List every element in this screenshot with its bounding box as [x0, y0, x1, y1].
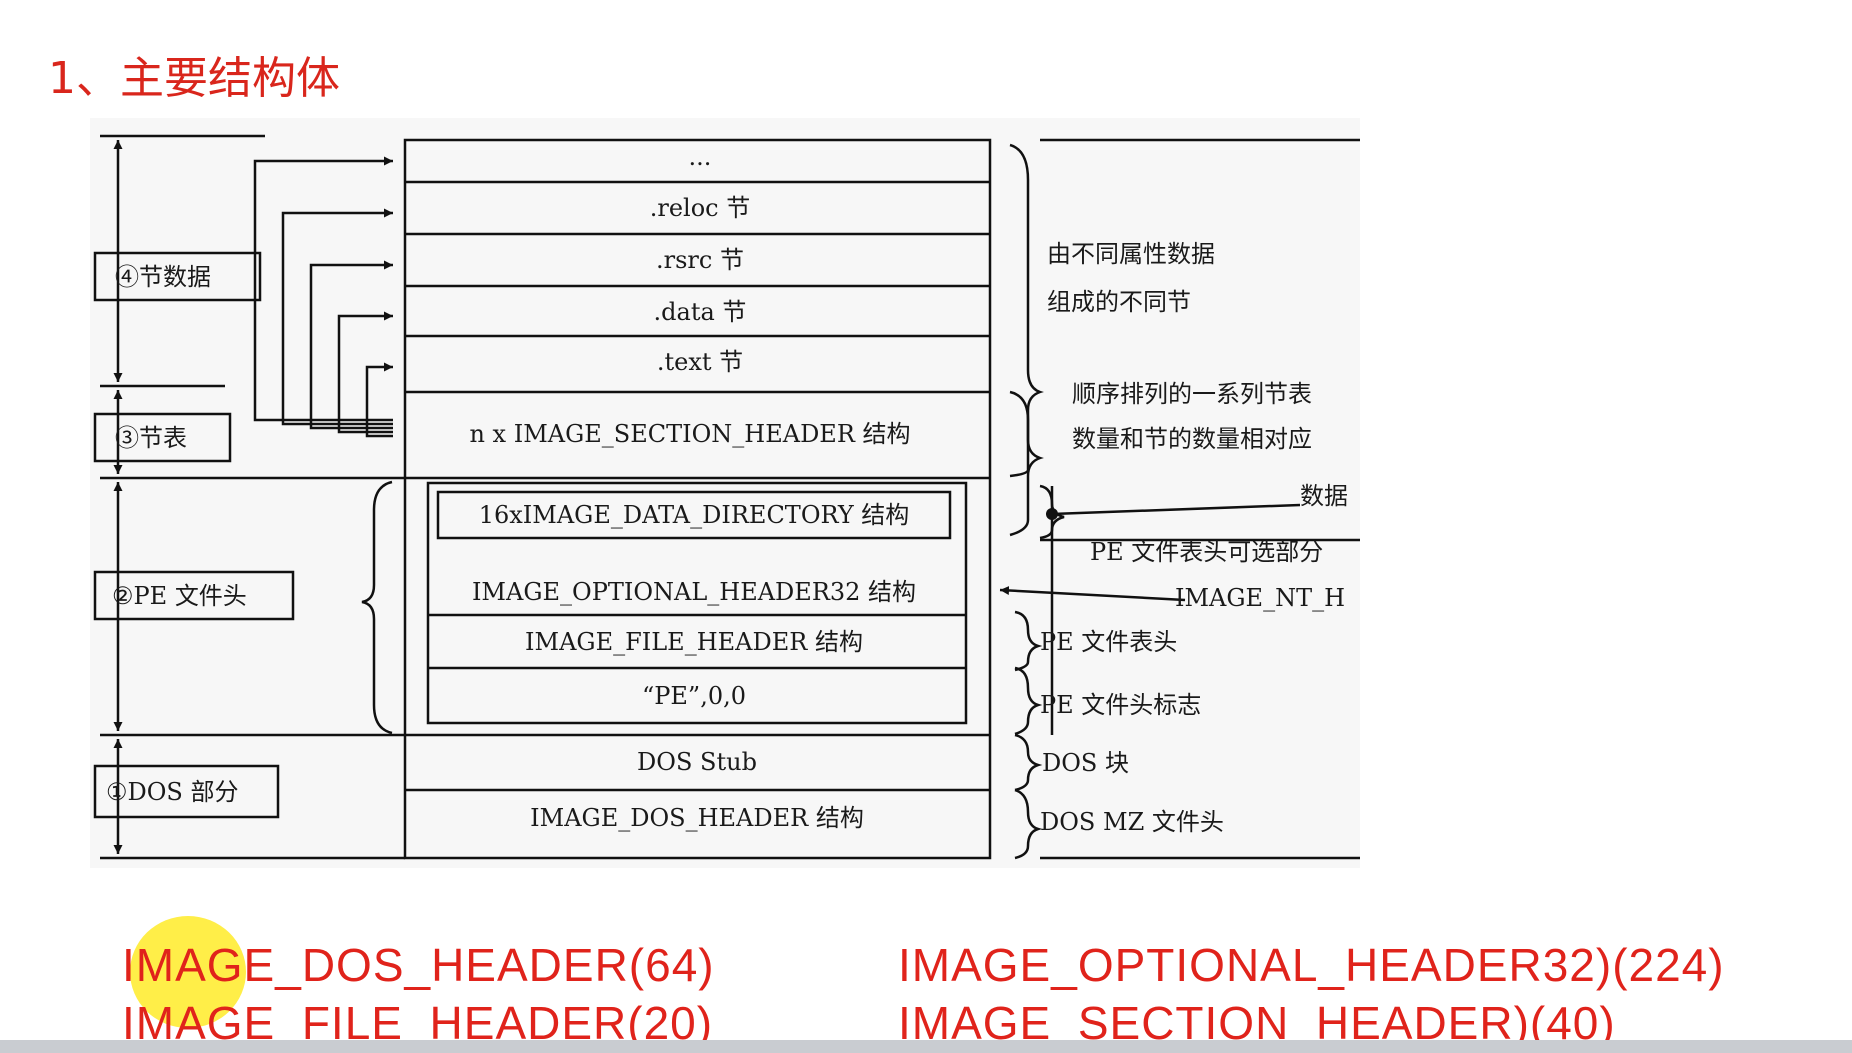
data-directory-dot	[1046, 508, 1058, 520]
section-rsrc: .rsrc 节	[656, 246, 744, 274]
dos-header-label: IMAGE_DOS_HEADER 结构	[530, 804, 864, 832]
section-header-table: n x IMAGE_SECTION_HEADER 结构	[469, 420, 910, 448]
section-text: .text 节	[657, 348, 743, 376]
label-box-dos-part	[93, 764, 280, 819]
right-label-section-table-2: 数量和节的数量相对应	[1072, 425, 1312, 453]
right-label-pe-signature: PE 文件头标志	[1040, 691, 1201, 719]
right-label-sections-2: 组成的不同节	[1047, 288, 1191, 316]
page-title: 1、主要结构体	[48, 53, 340, 104]
struct-optional-header: IMAGE_OPTIONAL_HEADER32)(224)	[898, 939, 1725, 991]
label-box-pe-header	[93, 570, 295, 621]
left-label-section-data: ④节数据	[115, 263, 211, 291]
right-label-file-header: PE 文件表头	[1040, 628, 1177, 656]
label-box-section-table	[93, 412, 232, 463]
main-column-frame	[403, 138, 992, 860]
right-label-dos-header: DOS MZ 文件头	[1040, 808, 1224, 836]
label-box-section-data	[93, 251, 262, 302]
struct-dos-header: IMAGE_DOS_HEADER(64)	[122, 939, 715, 991]
right-label-data: 数据	[1300, 482, 1348, 510]
pe-signature-label: “PE”,0,0	[642, 682, 746, 710]
file-header-label: IMAGE_FILE_HEADER 结构	[525, 628, 863, 656]
diagram-right-edge	[1360, 118, 1852, 878]
bottom-bar	[0, 1040, 1852, 1053]
right-label-dos-stub: DOS 块	[1042, 749, 1129, 777]
section-ellipsis: ...	[689, 143, 712, 171]
data-directory-label: 16xIMAGE_DATA_DIRECTORY 结构	[479, 501, 910, 529]
right-label-sections-1: 由不同属性数据	[1047, 240, 1215, 268]
right-label-nt-header: IMAGE_NT_H	[1175, 584, 1345, 612]
section-data: .data 节	[654, 298, 747, 326]
right-label-section-table-1: 顺序排列的一系列节表	[1072, 380, 1312, 408]
section-reloc: .reloc 节	[650, 194, 751, 222]
pe-header-frame	[426, 481, 968, 725]
cursor-highlight	[130, 916, 246, 1028]
dos-stub-label: DOS Stub	[637, 748, 757, 776]
optional-header-label: IMAGE_OPTIONAL_HEADER32 结构	[472, 578, 916, 606]
right-label-optional-header: PE 文件表头可选部分	[1090, 538, 1323, 566]
left-label-pe-header: ②PE 文件头	[112, 582, 247, 610]
left-label-section-table: ③节表	[115, 424, 187, 452]
data-directory-box	[436, 490, 952, 540]
left-label-dos-part: ①DOS 部分	[106, 778, 239, 806]
